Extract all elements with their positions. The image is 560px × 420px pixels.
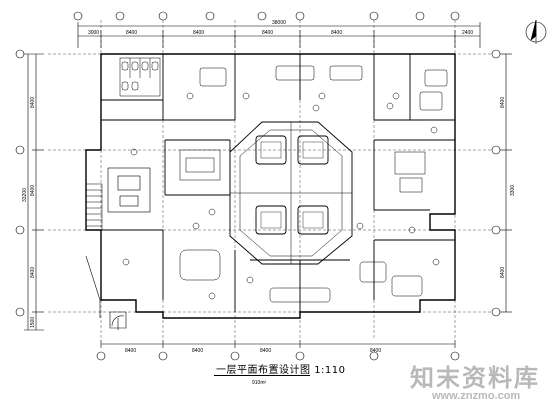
left-dim-2: 8400: [30, 185, 36, 196]
right-dimension-lines: [500, 53, 512, 313]
left-dim-3: 8400: [30, 267, 36, 278]
top-dim-6: 2400: [462, 30, 473, 36]
watermark: 知末资料库 www.znzmo.com: [400, 358, 550, 406]
floor-area: 910m²: [252, 380, 267, 386]
outer-walls: [85, 53, 456, 319]
bottom-dim-1: 8400: [125, 348, 136, 354]
bottom-dim-2: 8400: [192, 348, 203, 354]
bottom-dimension-lines: [100, 340, 456, 348]
central-atrium: [229, 121, 353, 265]
left-dim-4: 1500: [30, 317, 36, 328]
table-symbols: [122, 92, 440, 300]
right-dim-3: 8400: [500, 267, 506, 278]
left-dim-1: 8400: [30, 97, 36, 108]
interior-walls: [101, 54, 455, 312]
left-office: [107, 167, 151, 213]
top-dim-3: 8400: [193, 30, 204, 36]
left-dimension-lines: [24, 53, 44, 331]
bottom-dim-3: 8400: [260, 348, 271, 354]
top-dim-5: 8400: [331, 30, 342, 36]
right-dim-2: 3300: [510, 185, 516, 196]
top-dim-4: 8400: [262, 30, 273, 36]
drawing-title-text: 一层平面布置设计图: [216, 365, 311, 376]
title-underline: [214, 375, 310, 376]
stair-left: [85, 183, 103, 231]
top-dim-total: 38000: [272, 20, 286, 26]
restroom-stalls: [119, 57, 161, 97]
drawing-title: 一层平面布置设计图 1:110: [216, 361, 346, 376]
bottom-dim-4: 8400: [370, 348, 381, 354]
furniture: [139, 65, 448, 303]
right-dim-1: 8400: [500, 97, 506, 108]
grid-bubbles: [15, 11, 501, 361]
top-dim-1: 3000: [88, 30, 99, 36]
north-arrow-icon: [525, 19, 547, 44]
drawing-scale: 1:110: [314, 365, 346, 376]
watermark-url: www.znzmo.com: [432, 390, 521, 402]
top-dim-2: 8400: [126, 30, 137, 36]
left-dim-total: 33200: [22, 188, 28, 202]
entrance: [85, 255, 127, 330]
watermark-text: 知末资料库: [410, 364, 540, 392]
